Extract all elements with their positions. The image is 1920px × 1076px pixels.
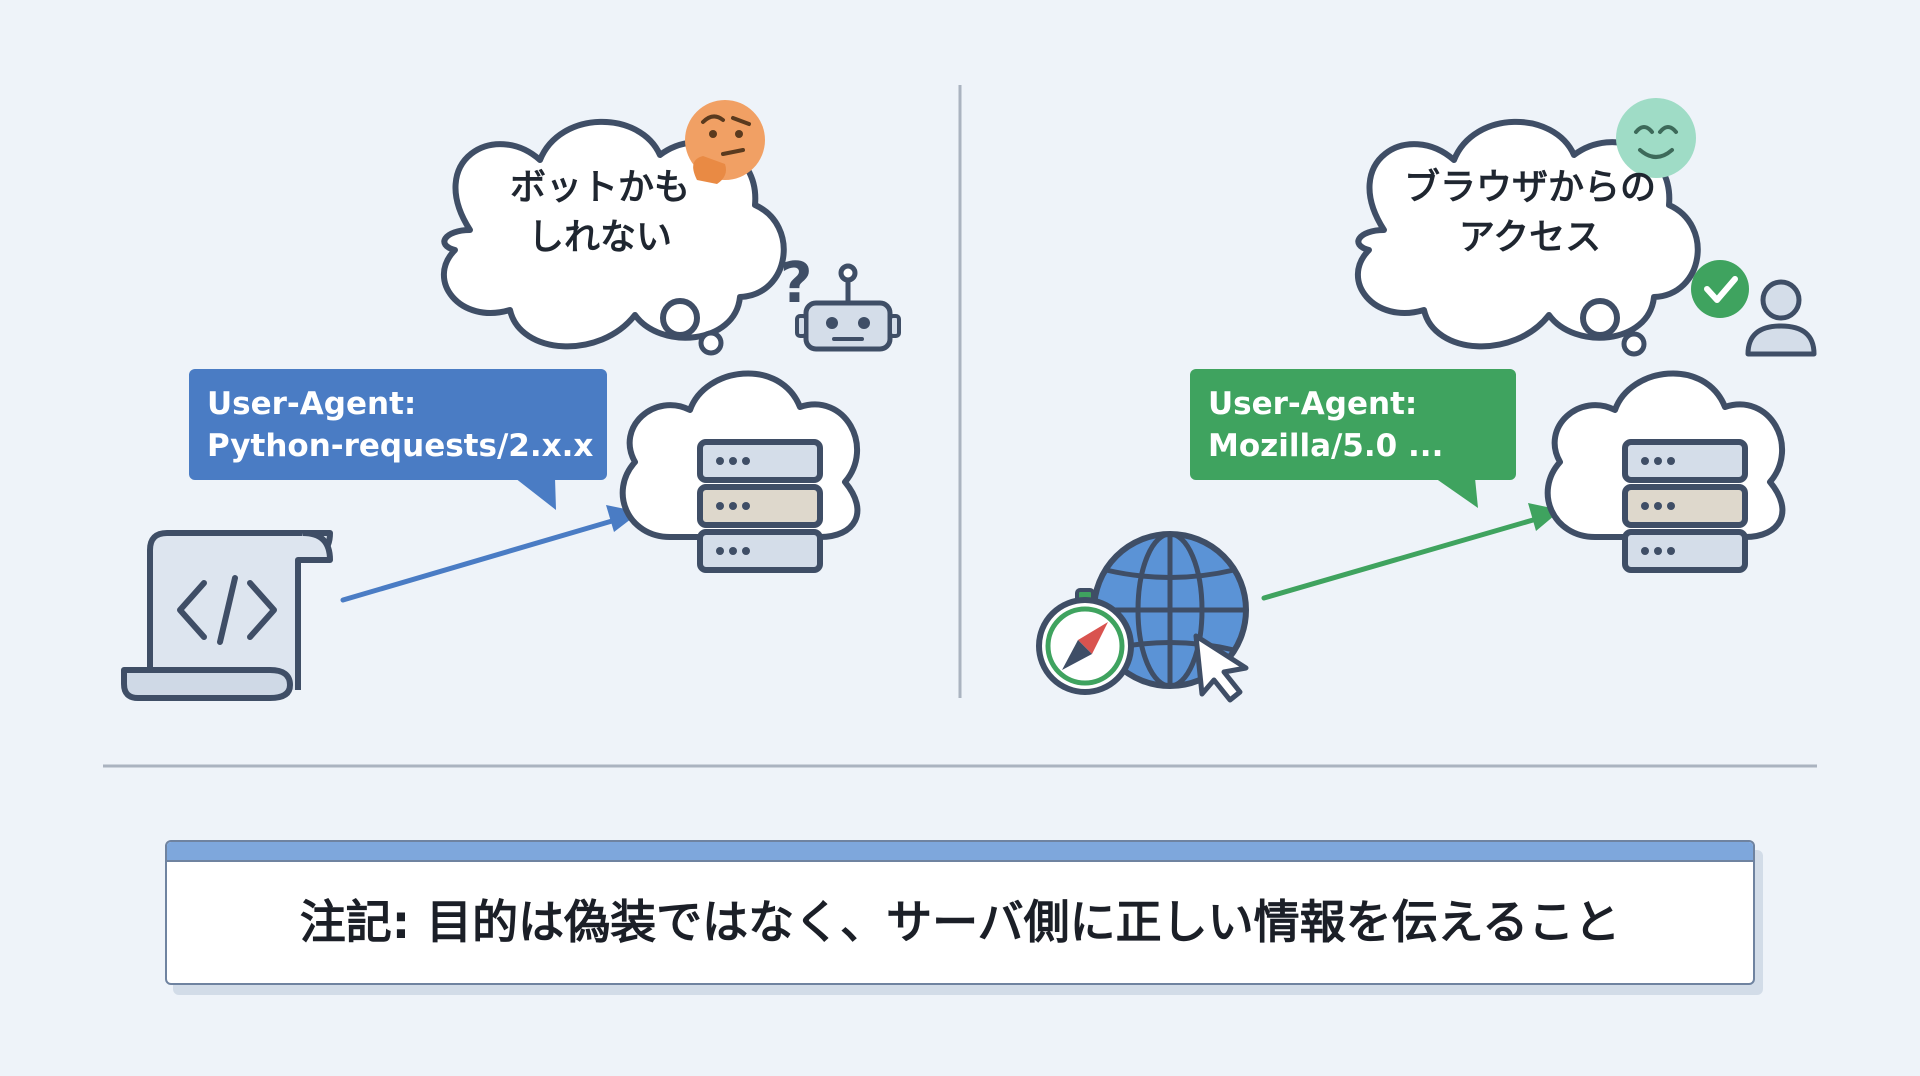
compass-icon	[1036, 588, 1134, 695]
right-user-agent-box	[1190, 369, 1516, 508]
left-user-agent-line1: User-Agent:	[207, 386, 417, 422]
left-user-agent-box	[189, 369, 607, 510]
thinking-face-icon	[685, 100, 765, 184]
left-request-arrow	[340, 505, 640, 603]
user-icon	[1745, 279, 1817, 357]
left-user-agent-line2: Python-requests/2.x.x	[207, 428, 594, 464]
smiling-face-icon	[1616, 98, 1696, 178]
right-cloud-server-icon	[1548, 373, 1783, 570]
cursor-icon	[1193, 633, 1249, 703]
right-user-agent-line2: Mozilla/5.0 ...	[1208, 428, 1444, 464]
left-user-agent-text: User-Agent: Python-requests/2.x.x	[207, 383, 593, 467]
left-cloud-server-icon	[623, 373, 858, 570]
note-text: 注記: 目的は偽装ではなく、サーバ側に正しい情報を伝えること	[299, 895, 1621, 949]
left-thought-text: ボットかも しれない	[480, 163, 720, 263]
note-box: 注記: 目的は偽装ではなく、サーバ側に正しい情報を伝えること	[165, 840, 1755, 985]
right-thought-line1: ブラウザからの	[1403, 167, 1656, 208]
right-request-arrow	[1261, 503, 1561, 601]
robot-icon	[795, 263, 901, 352]
code-scroll-icon	[121, 530, 333, 701]
right-thought-line2: アクセス	[1458, 217, 1602, 258]
right-user-agent-text: User-Agent: Mozilla/5.0 ...	[1208, 383, 1443, 467]
left-thought-line2: しれない	[527, 217, 672, 258]
right-thought-bubble	[1358, 122, 1698, 357]
right-thought-text: ブラウザからの アクセス	[1385, 163, 1675, 263]
check-icon	[1691, 260, 1749, 318]
left-thought-bubble	[444, 122, 784, 356]
left-thought-line1: ボットかも	[509, 167, 690, 208]
right-user-agent-line1: User-Agent:	[1208, 386, 1418, 422]
note-header-stripe	[167, 842, 1753, 862]
